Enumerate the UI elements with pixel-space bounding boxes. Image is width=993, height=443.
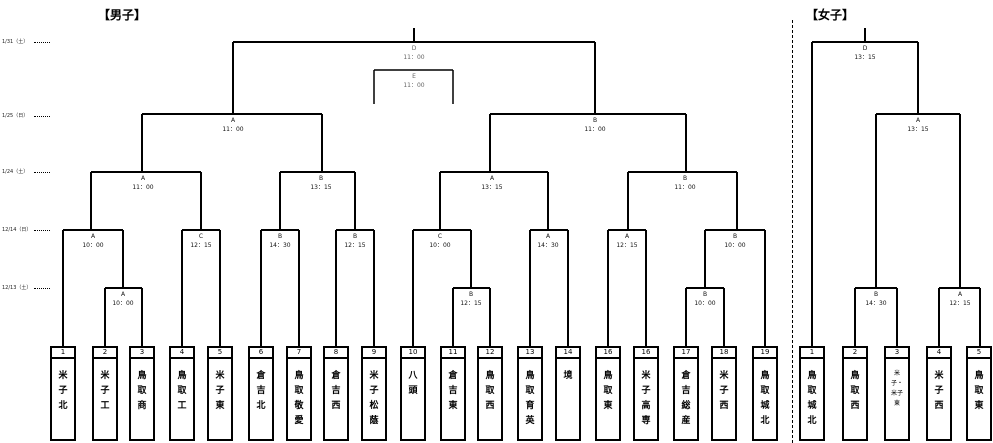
date-label-semifinal: 1/25（日）	[2, 113, 29, 119]
date-guide	[34, 172, 50, 173]
date-guide	[34, 116, 50, 117]
girls-section-title: 【女子】	[806, 8, 855, 22]
date-guide	[34, 42, 50, 43]
boys-section-title: 【男子】	[98, 8, 147, 22]
date-label-round2: 12/14（日）	[2, 227, 32, 233]
date-label-quarterfinal: 1/24（土）	[2, 169, 29, 175]
date-guide	[34, 230, 50, 231]
section-divider	[792, 20, 793, 443]
date-guide	[34, 288, 50, 289]
date-label-final: 1/31（土）	[2, 39, 29, 45]
date-label-round1: 12/13（土）	[2, 285, 32, 291]
